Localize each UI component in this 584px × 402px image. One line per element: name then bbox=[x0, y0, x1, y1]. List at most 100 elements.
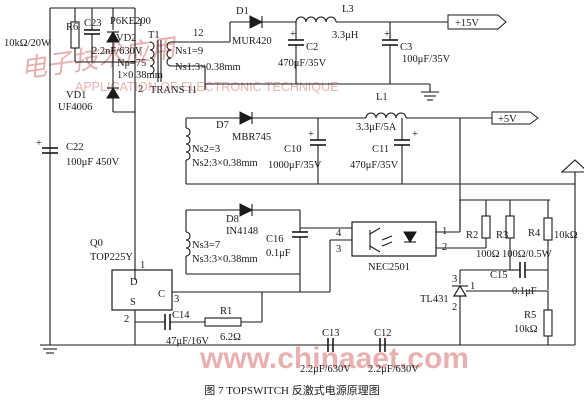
oc-pin3: 3 bbox=[336, 244, 341, 255]
r5-value: 10kΩ bbox=[514, 324, 538, 335]
t1-label: T1 bbox=[148, 30, 160, 41]
c22-value: 100μF 450V bbox=[66, 157, 120, 168]
mbr745-label: MBR745 bbox=[232, 132, 271, 143]
r3-name: R3 bbox=[496, 230, 508, 241]
np-turns: Np=75 bbox=[117, 58, 146, 69]
ns1-wire: Ns1:3×0.38mm bbox=[175, 62, 241, 73]
l1-name: L1 bbox=[376, 92, 388, 103]
resistor-r6: R6 10kΩ/20W bbox=[4, 8, 135, 63]
c15-name: C15 bbox=[490, 270, 508, 281]
c22-name: C22 bbox=[66, 142, 84, 153]
r6-value: 10kΩ/20W bbox=[4, 38, 51, 49]
r4-name: R4 bbox=[528, 228, 541, 239]
c10-name: C10 bbox=[284, 144, 302, 155]
c23-value: 2.2nF/630V bbox=[92, 46, 143, 57]
oc-pin4: 4 bbox=[336, 228, 342, 239]
q0-label: Q0 bbox=[90, 238, 103, 249]
c3-value: 100μF/35V bbox=[402, 54, 451, 65]
r4-value: 10kΩ bbox=[554, 230, 578, 241]
c12-value: 2.2μF/630V bbox=[368, 364, 419, 375]
tl-pin1: 1 bbox=[470, 281, 475, 292]
mur420-label: MUR420 bbox=[232, 36, 272, 47]
ns3-turns: Ns3=7 bbox=[192, 240, 220, 251]
d1-label: D1 bbox=[236, 6, 249, 17]
out-15v-label: +15V bbox=[455, 18, 479, 29]
c2-plus: + bbox=[290, 29, 296, 40]
c10-value: 1000μF/35V bbox=[268, 160, 322, 171]
c11-value: 470μF/35V bbox=[350, 160, 399, 171]
r2-name: R2 bbox=[466, 230, 478, 241]
nec2501-label: NEC2501 bbox=[368, 262, 410, 273]
vd1-label: VD1 bbox=[66, 90, 86, 101]
c14-value: 47μF/16V bbox=[166, 336, 209, 347]
output-5v-section: Ns2=3 Ns2:3×0.38mm D7 MBR745 + C10 1000μ… bbox=[185, 92, 539, 230]
in4148-label: IN4148 bbox=[226, 226, 258, 237]
t1-pin12: 12 bbox=[193, 28, 204, 39]
compensation-network: C14 47μF/16V R1 6.2Ω bbox=[134, 292, 263, 347]
c12-name: C12 bbox=[374, 328, 392, 339]
q-pin3: 3 bbox=[174, 294, 179, 305]
diode-vd1: VD1 UF4006 bbox=[58, 62, 135, 113]
transformer-t1: T1 1 2 Np=75 1×0.38mm Ns1=9 Ns1:3×0.38mm… bbox=[117, 18, 241, 96]
ns2-wire: Ns2:3×0.38mm bbox=[192, 158, 258, 169]
c14-name: C14 bbox=[172, 310, 190, 321]
c3-name: C3 bbox=[400, 42, 412, 53]
r3-value: 100Ω/0.5W bbox=[502, 249, 552, 260]
capacitor-c23: C23 2.2nF/630V bbox=[84, 8, 143, 62]
d7-label: D7 bbox=[216, 120, 229, 131]
top225y-label: TOP225Y bbox=[90, 252, 133, 263]
tl431-label: TL431 bbox=[420, 294, 449, 305]
l3-name: L3 bbox=[342, 4, 354, 15]
l1-value: 3.3μF/5A bbox=[356, 122, 397, 133]
tvs-vd2: P6KE200 VD2 bbox=[106, 8, 151, 62]
c23-name: C23 bbox=[84, 18, 102, 29]
ns1-turns: Ns1=9 bbox=[175, 46, 203, 57]
uf4006-label: UF4006 bbox=[58, 102, 92, 113]
r1-name: R1 bbox=[220, 306, 232, 317]
c13-value: 2.2μF/630V bbox=[300, 364, 351, 375]
c3-plus: + bbox=[384, 29, 390, 40]
r1-value: 6.2Ω bbox=[220, 332, 241, 343]
feedback-section: R2 100Ω R3 100Ω/0.5W R4 10kΩ 3 1 2 TL431… bbox=[420, 159, 584, 345]
optocoupler-nec2501: 4 3 1 2 NEC2501 bbox=[300, 221, 486, 293]
c2-value: 470μF/35V bbox=[278, 58, 327, 69]
c16-name: C16 bbox=[266, 234, 284, 245]
q-pin-c: C bbox=[158, 289, 165, 300]
r2-value: 100Ω bbox=[476, 249, 500, 260]
ns2-turns: Ns2=3 bbox=[192, 144, 220, 155]
r6-name: R6 bbox=[66, 22, 78, 33]
c11-name: C11 bbox=[372, 144, 389, 155]
c16-value: 0.1μF bbox=[266, 248, 291, 259]
c2-name: C2 bbox=[306, 42, 318, 53]
ns3-wire: Ns3:3×0.38mm bbox=[192, 254, 258, 265]
out-5v-label: +5V bbox=[498, 114, 517, 125]
output-15v-section: D1 MUR420 + C2 470μF/35V L3 3.3μH + C3 1… bbox=[205, 4, 507, 101]
d8-label: D8 bbox=[226, 214, 239, 225]
bottom-rail: C13 2.2μF/630V C12 2.2μF/630V bbox=[135, 328, 575, 375]
tl-pin3: 3 bbox=[452, 274, 457, 285]
tl-pin2: 2 bbox=[452, 302, 457, 313]
bias-winding-section: Ns3=7 Ns3:3×0.38mm D8 IN4148 C16 0.1μF bbox=[185, 203, 352, 275]
capacitor-c22: + C22 100μF 450V bbox=[36, 138, 120, 168]
vd2-label: VD2 bbox=[116, 33, 136, 44]
input-rails bbox=[40, 7, 136, 354]
np-wire: 1×0.38mm bbox=[117, 70, 163, 81]
q-pin2: 2 bbox=[124, 314, 129, 325]
t1-pin2: 2 bbox=[138, 84, 143, 95]
l3-value: 3.3μH bbox=[332, 30, 359, 41]
t1-pin1: 1 bbox=[138, 18, 143, 29]
watermark-site-logo: www.chinaaet.com bbox=[199, 342, 469, 375]
q-pin-d: D bbox=[130, 277, 138, 288]
c13-name: C13 bbox=[322, 328, 340, 339]
c11-plus: + bbox=[412, 129, 418, 140]
c22-plus: + bbox=[36, 138, 42, 149]
trans-label: TRANS 11 bbox=[150, 85, 197, 96]
figure-caption: 图 7 TOPSWITCH 反激式电源原理图 bbox=[204, 383, 380, 397]
c10-plus: + bbox=[308, 129, 314, 140]
switch-q0: Q0 TOP225Y D S C 1 2 3 bbox=[90, 238, 301, 325]
c15-value: 0.1μF bbox=[512, 286, 537, 297]
r5-name: R5 bbox=[524, 310, 536, 321]
q-pin1: 1 bbox=[140, 260, 145, 271]
p6ke200-label: P6KE200 bbox=[110, 16, 151, 27]
